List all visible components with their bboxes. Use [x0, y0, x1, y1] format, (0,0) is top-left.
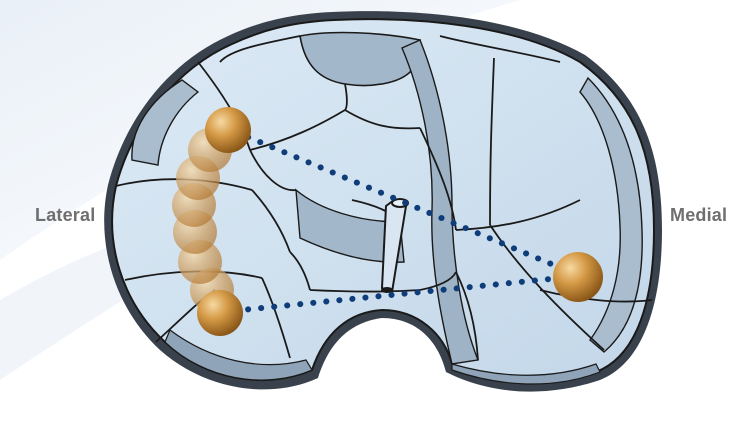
label-medial: Medial	[670, 205, 727, 226]
lateral-sphere-posterior	[197, 290, 243, 336]
medial-sphere	[553, 252, 603, 302]
lateral-sphere-anterior	[205, 107, 251, 153]
label-lateral: Lateral	[35, 205, 95, 226]
